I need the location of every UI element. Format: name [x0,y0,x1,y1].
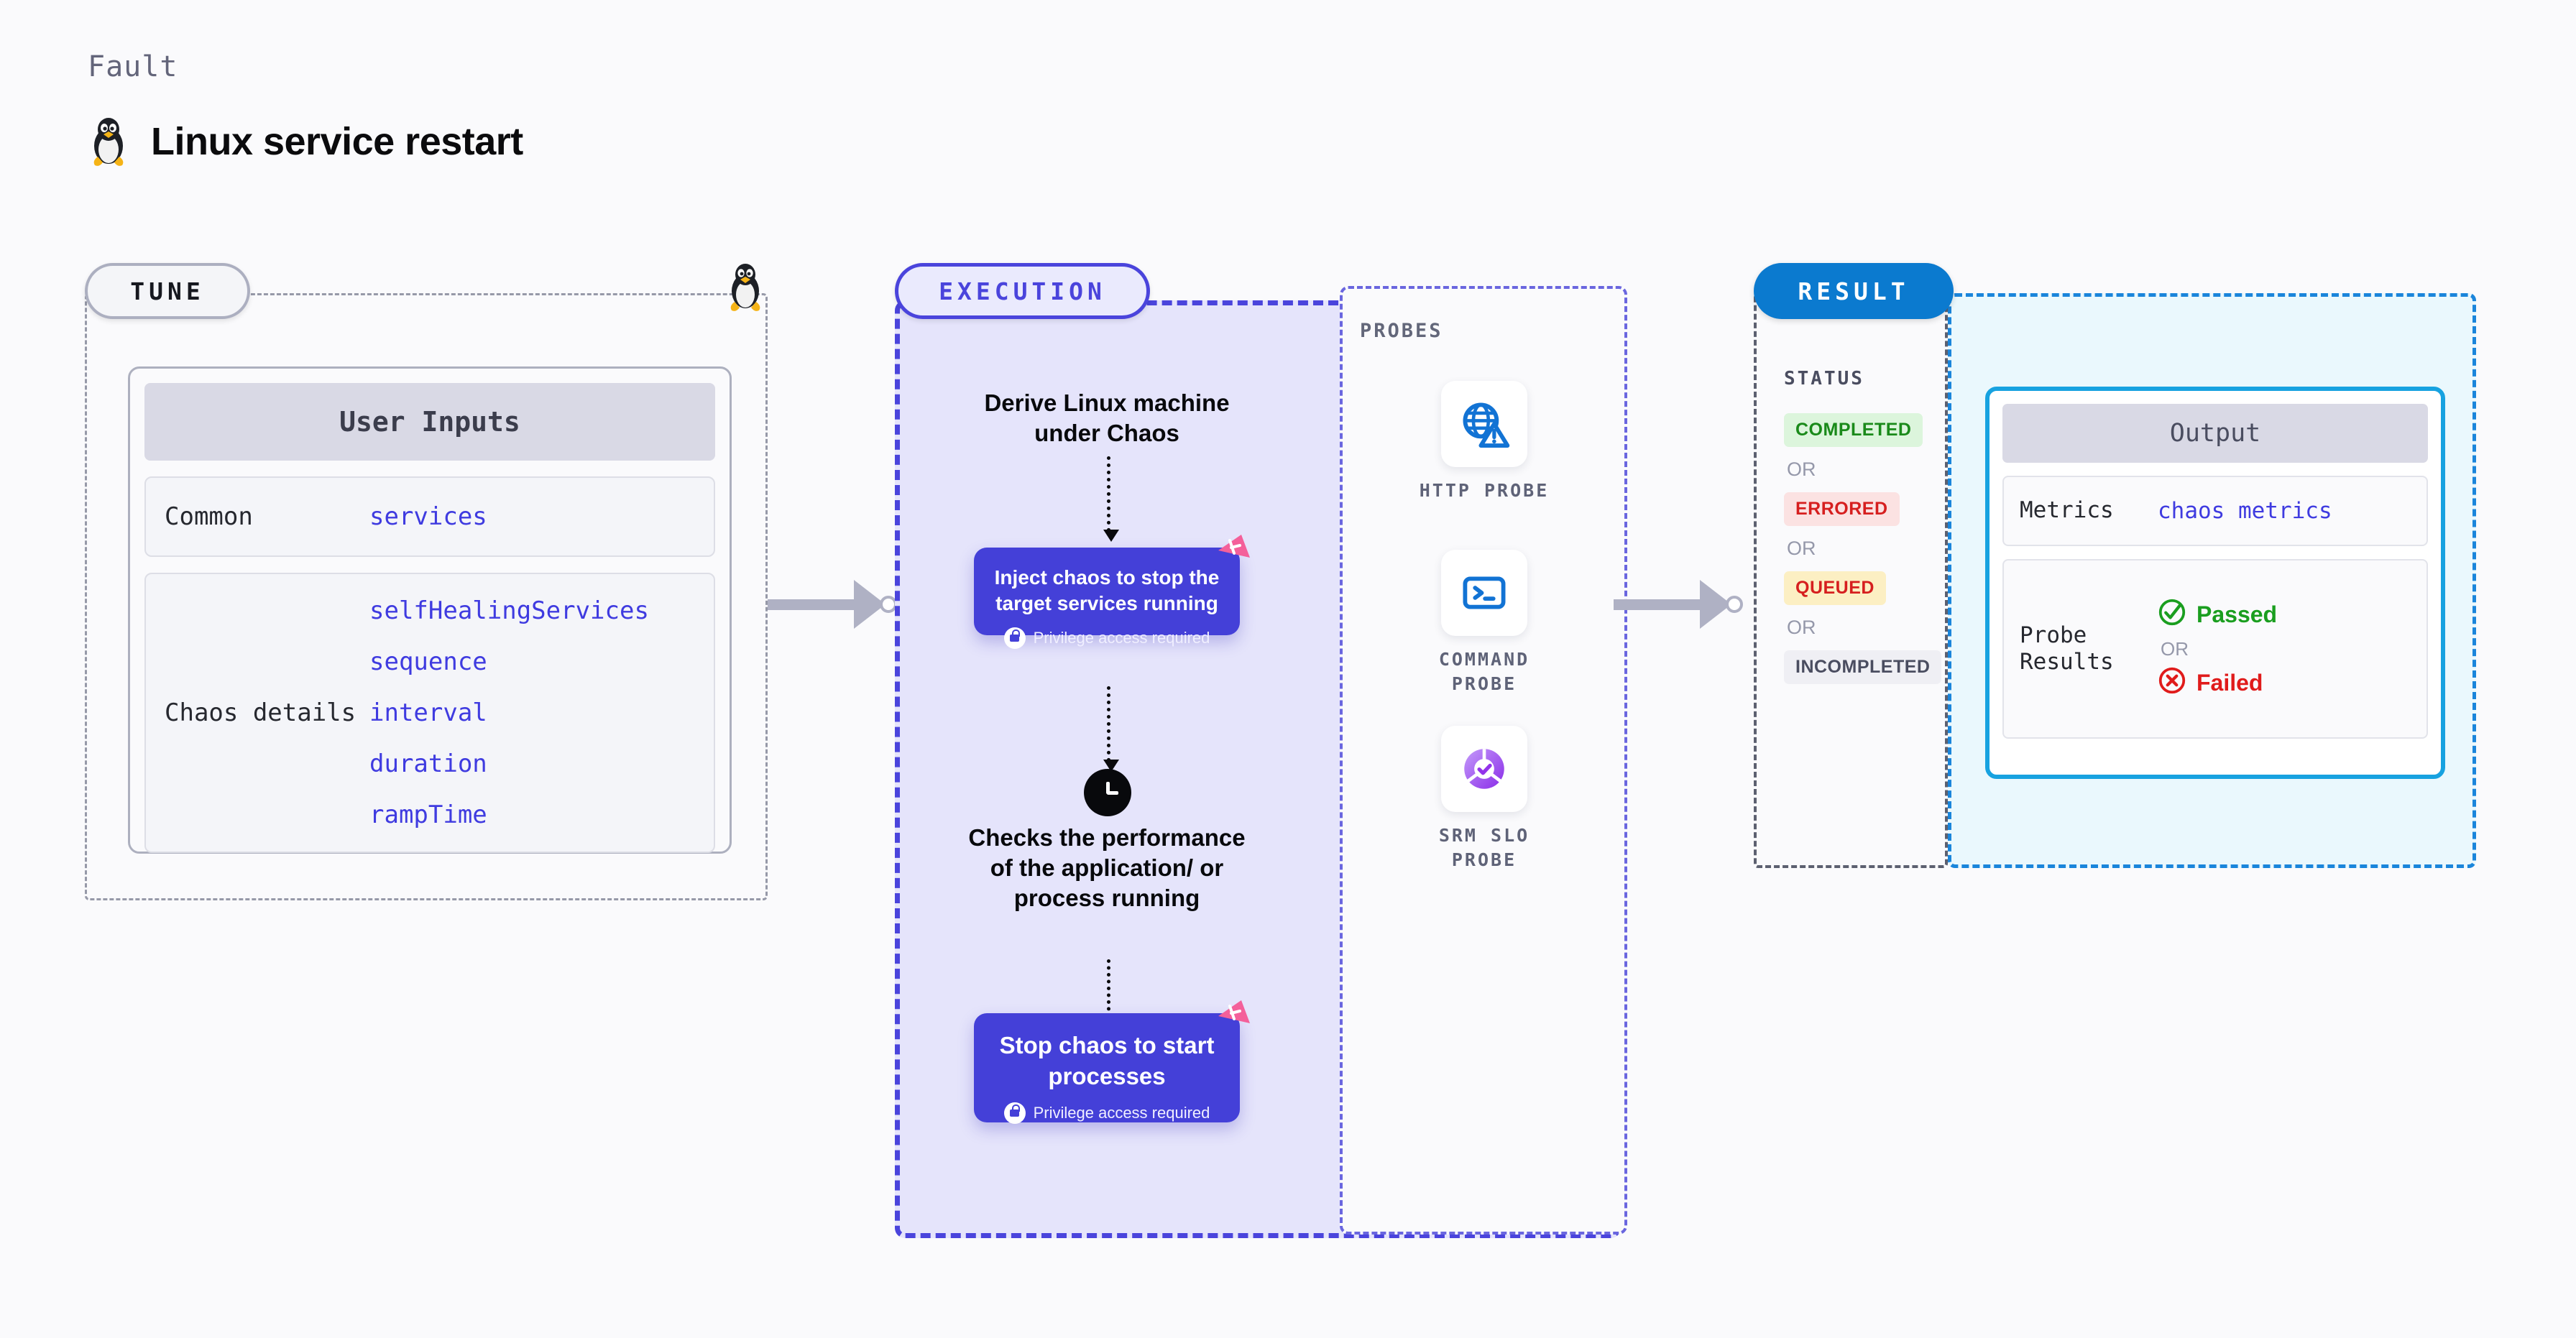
status-or-label: OR [1787,617,1816,638]
input-value[interactable]: interval [369,698,487,727]
output-card: Output Metrics chaos metrics Probe Resul… [1985,387,2445,779]
linux-tux-penguin-icon [88,115,129,168]
output-row-label: Metrics [2020,497,2114,524]
input-value[interactable]: sequence [369,647,487,676]
probe-item-command[interactable]: COMMAND PROBE [1402,550,1567,696]
lock-icon [1003,1102,1026,1124]
globe-warning-icon [1441,381,1527,467]
flow-arrow-down-icon [1103,456,1119,542]
probe-result-or-label: OR [2161,637,2189,660]
execution-card-title: Stop chaos to start processes [999,1032,1215,1089]
probe-result-passed-label: Passed [2196,601,2278,627]
status-or-label: OR [1787,458,1816,480]
harness-flag-icon [1213,532,1254,573]
connector-execution-to-result [1614,580,1743,629]
tune-panel [85,293,768,900]
terminal-icon [1441,550,1527,636]
page-kicker: Fault [88,50,178,83]
probe-label: SRM SLO PROBE [1438,825,1530,870]
probe-result-values: Passed OR Failed [2158,598,2277,701]
input-row-chaos-details: Chaos details selfHealingServices sequen… [144,573,715,853]
output-row-value[interactable]: chaos metrics [2158,498,2332,524]
lock-icon [1003,627,1026,649]
probe-result-failed: Failed [2158,666,2277,701]
execution-step-check-text: Checks the performance of the applicatio… [968,824,1246,912]
execution-card-title: Inject chaos to stop the target services… [994,566,1220,615]
execution-card-stop-chaos[interactable]: Stop chaos to start processes Privilege … [974,1000,1250,1124]
probe-result-failed-label: Failed [2196,670,2263,696]
page-title: Linux service restart [151,120,523,163]
input-value[interactable]: rampTime [369,801,487,829]
output-row-metrics: Metrics chaos metrics [2002,476,2428,546]
output-row-label: Probe Results [2020,622,2114,675]
probes-label: PROBES [1360,320,1443,342]
status-or-label: OR [1787,537,1816,559]
privilege-note: Privilege access required [988,627,1225,649]
status-badge-incompleted: INCOMPLETED [1784,650,1942,684]
tune-corner-linux-tux-penguin-icon [724,260,766,313]
connector-shaft [1614,599,1700,610]
probe-item-srm-slo[interactable]: SRM SLO PROBE [1402,726,1567,872]
probe-label: HTTP PROBE [1419,480,1550,501]
user-inputs-card: User Inputs Common services Chaos detail… [128,366,732,854]
probe-result-passed: Passed [2158,598,2277,632]
flow-arrow-down-icon [1103,686,1119,772]
status-badge-errored: ERRORED [1784,492,1900,526]
execution-badge[interactable]: EXECUTION [895,263,1150,319]
harness-flag-icon [1213,997,1254,1039]
input-row-label: Chaos details [165,698,356,727]
privilege-label: Privilege access required [1033,628,1210,647]
connector-tune-to-execution [768,580,897,629]
connector-endpoint-dot [1726,596,1743,613]
result-badge[interactable]: RESULT [1754,263,1954,319]
page-title-row: Linux service restart [88,115,523,168]
execution-step-derive-text: Derive Linux machine under Chaos [984,389,1230,447]
tune-badge[interactable]: TUNE [85,263,250,319]
status-badge-completed: COMPLETED [1784,413,1923,447]
input-row-label: Common [165,502,253,531]
status-title: STATUS [1784,368,1864,389]
privilege-note: Privilege access required [988,1102,1225,1124]
output-row-probe-results: Probe Results Passed OR [2002,559,2428,739]
output-header: Output [2002,404,2428,463]
probe-item-http[interactable]: HTTP PROBE [1402,381,1567,503]
privilege-label: Privilege access required [1033,1103,1210,1122]
user-inputs-header: User Inputs [144,383,715,461]
status-list: COMPLETED OR ERRORED OR QUEUED OR INCOMP… [1784,413,1949,684]
connector-shaft [768,599,854,610]
x-circle-icon [2158,666,2186,701]
input-row-common: Common services [144,476,715,557]
status-badge-queued: QUEUED [1784,571,1886,605]
input-value[interactable]: duration [369,749,487,778]
input-row-values: selfHealingServices sequence interval du… [369,596,649,829]
execution-card-inject-chaos[interactable]: Inject chaos to stop the target services… [974,535,1250,649]
input-value[interactable]: services [369,502,487,531]
probe-label: COMMAND PROBE [1438,649,1530,694]
input-value[interactable]: selfHealingServices [369,596,649,625]
check-circle-icon [2158,598,2186,632]
input-row-values: services [369,502,487,531]
clock-icon [1084,769,1131,816]
slo-donut-check-icon [1441,726,1527,812]
